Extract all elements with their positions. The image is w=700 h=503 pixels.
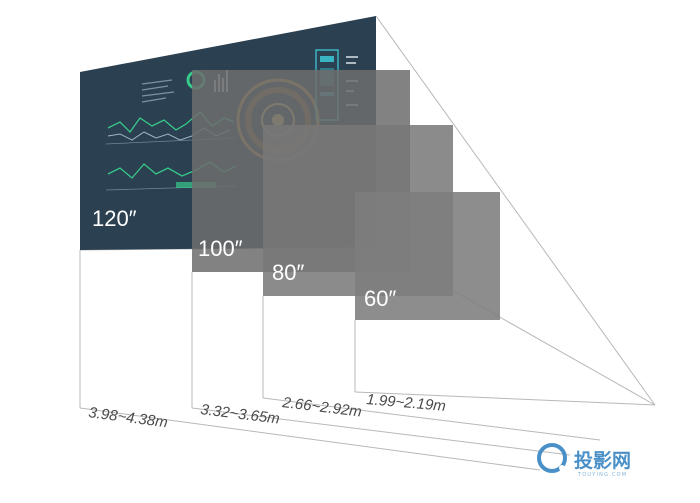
watermark-text: 投影网	[574, 449, 631, 472]
watermark-subtext: TOUYING.COM	[577, 472, 627, 478]
screen-60-panel	[355, 192, 500, 320]
screen-100-size-label: 100″	[198, 236, 243, 261]
screen-60	[355, 192, 500, 320]
screen-80-size-label: 80″	[272, 260, 304, 285]
screen-120-size-label: 120″	[92, 206, 137, 231]
screen-60-size-label: 60″	[364, 286, 396, 311]
screen-100-distance-label: 3.32~3.65m	[200, 401, 281, 428]
screen-80-distance-label: 2.66~2.92m	[281, 394, 363, 421]
watermark-logo: 投影网 TOUYING.COM	[537, 443, 631, 478]
watermark-circle-icon	[537, 443, 567, 473]
screen-120-distance-label: 3.98~4.38m	[87, 404, 168, 431]
screen-60-distance-label: 1.99~2.19m	[366, 391, 447, 415]
